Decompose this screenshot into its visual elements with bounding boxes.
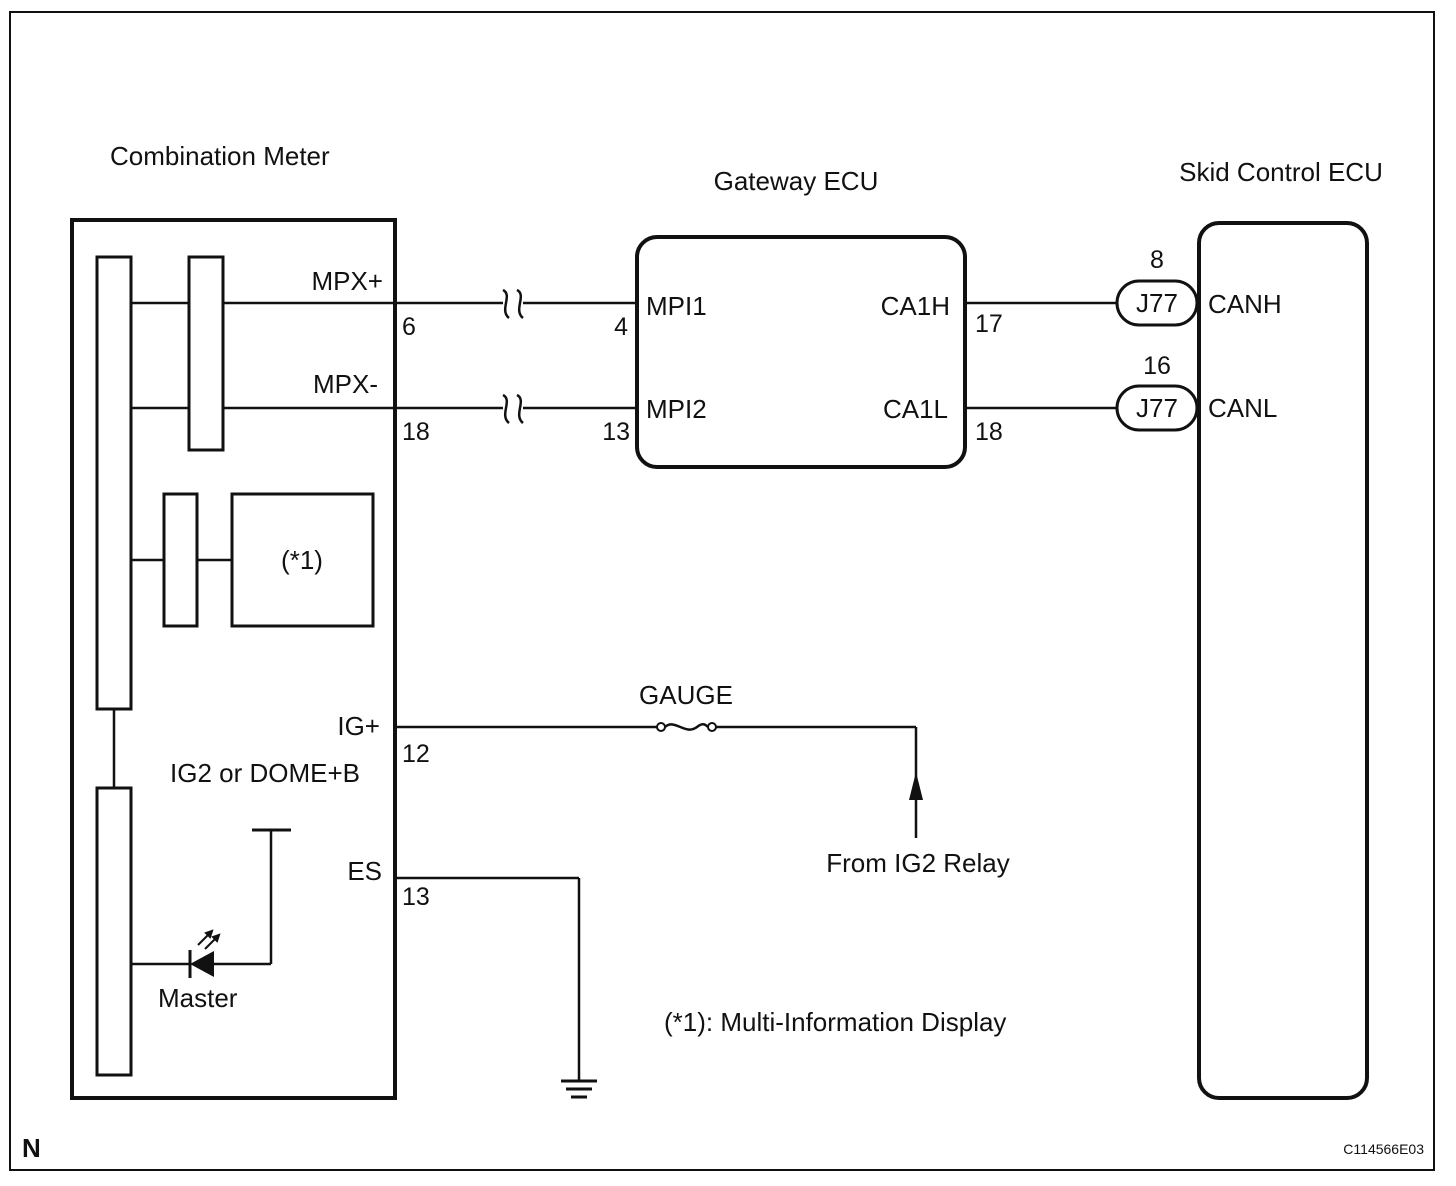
meter-bus-bar-upper (95, 255, 133, 711)
junction-label: J77 (1136, 288, 1178, 318)
arrow-up-icon (909, 772, 923, 800)
fuse-label: GAUGE (639, 680, 733, 710)
led-diode-icon (190, 951, 214, 977)
terminal-mpx-plus: MPX+ (311, 266, 383, 296)
wire-break-icon (502, 393, 524, 424)
meter-bus-bar-lower (95, 786, 133, 1077)
junction-label: J77 (1136, 393, 1178, 423)
terminal-canh: CANH (1208, 289, 1282, 319)
gateway-ecu-box (635, 235, 967, 469)
terminal-ca1h: CA1H (881, 291, 950, 321)
pin-13: 13 (402, 883, 430, 911)
page-letter: N (22, 1133, 41, 1163)
pin-13: 13 (602, 418, 630, 446)
pin-8: 8 (1150, 246, 1164, 274)
terminal-mpi2: MPI2 (646, 394, 707, 424)
pin-18: 18 (975, 418, 1003, 446)
pin-17: 17 (975, 310, 1003, 338)
wire-break-icon (502, 288, 524, 319)
pin-12: 12 (402, 740, 430, 768)
figure-code: C114566E03 (1343, 1141, 1424, 1157)
terminal-ig-plus: IG+ (337, 711, 380, 741)
multi-information-display-box (230, 492, 375, 628)
skid-control-ecu-title: Skid Control ECU (1179, 157, 1383, 187)
figure-frame (9, 11, 1435, 1171)
led-label: Master (158, 983, 238, 1013)
meter-display-interface (162, 492, 199, 628)
footnote: (*1): Multi-Information Display (664, 1007, 1006, 1037)
display-box-label: (*1) (281, 545, 323, 575)
meter-comm-interface (187, 255, 225, 452)
terminal-canl: CANL (1208, 393, 1277, 423)
terminal-mpi1: MPI1 (646, 291, 707, 321)
fuse-icon (656, 722, 717, 732)
fuse-source-label: From IG2 Relay (826, 848, 1010, 878)
supply-label: IG2 or DOME+B (170, 758, 360, 788)
gateway-ecu-title: Gateway ECU (714, 166, 879, 196)
terminal-es: ES (347, 856, 382, 886)
light-rays-icon (197, 929, 221, 950)
terminal-ca1l: CA1L (883, 394, 948, 424)
pin-6: 6 (402, 313, 416, 341)
pin-4: 4 (614, 313, 628, 341)
combination-meter-title: Combination Meter (110, 141, 330, 171)
ground-icon (561, 1079, 597, 1099)
terminal-mpx-minus: MPX- (313, 369, 378, 399)
pin-16: 16 (1143, 352, 1171, 380)
skid-control-ecu-box (1197, 221, 1369, 1100)
pin-18: 18 (402, 418, 430, 446)
